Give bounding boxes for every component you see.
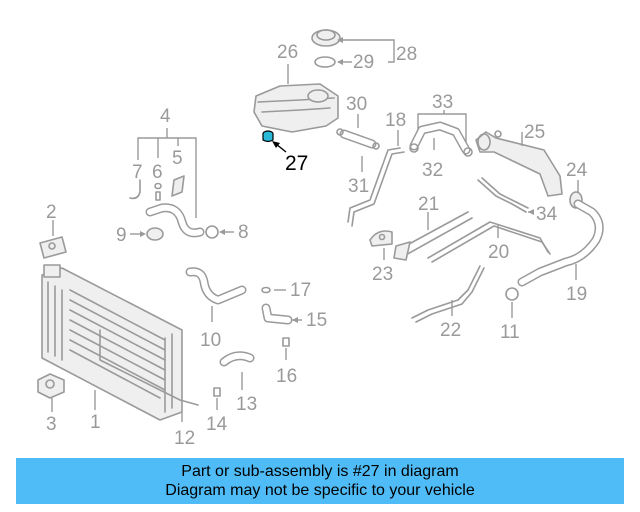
callout-15[interactable]: 15	[306, 310, 327, 331]
pipe-22-part	[411, 265, 485, 323]
callout-18[interactable]: 18	[385, 110, 406, 131]
callout-9[interactable]: 9	[116, 225, 127, 246]
callout-32[interactable]: 32	[422, 160, 443, 181]
callout-27[interactable]: 27	[285, 152, 308, 175]
callout-31[interactable]: 31	[348, 176, 369, 197]
callout-21[interactable]: 21	[418, 194, 439, 215]
callout-13[interactable]: 13	[236, 394, 257, 415]
pipe-31-part	[347, 147, 405, 227]
hose-4-part	[145, 203, 205, 238]
callout-30[interactable]: 30	[346, 94, 367, 115]
hose-13-part	[219, 351, 255, 367]
callout-11[interactable]: 11	[500, 322, 520, 343]
pipe-34-part	[477, 177, 529, 213]
callout-3[interactable]: 3	[46, 414, 57, 435]
callout-5[interactable]: 5	[172, 148, 183, 169]
part-27-highlighted[interactable]	[262, 130, 274, 143]
plug-16-part	[282, 337, 290, 347]
hose-15-part	[261, 303, 293, 325]
radiator-part	[41, 264, 199, 421]
callout-6[interactable]: 6	[152, 162, 163, 183]
callout-25[interactable]: 25	[524, 122, 545, 143]
callout-34[interactable]: 34	[536, 204, 558, 225]
clamp-6-part	[154, 182, 162, 201]
callout-26[interactable]: 26	[277, 42, 298, 63]
callout-7[interactable]: 7	[132, 162, 143, 183]
callout-12[interactable]: 12	[174, 428, 195, 449]
connector-5-part	[171, 175, 185, 197]
callout-10[interactable]: 10	[200, 330, 221, 351]
callout-4[interactable]: 4	[160, 106, 171, 127]
coolant-reservoir-part	[253, 83, 339, 133]
callout-22[interactable]: 22	[440, 320, 461, 341]
fitting-9-part	[146, 227, 164, 241]
info-banner: Part or sub-assembly is #27 in diagram D…	[16, 458, 624, 504]
thermostat-housing-25-part	[475, 130, 563, 197]
callout-20[interactable]: 20	[488, 242, 509, 263]
callout-19[interactable]: 19	[566, 284, 587, 305]
pipe-20-part	[427, 221, 551, 263]
hose-30-part	[336, 128, 380, 150]
parts-diagram: 1 2 3 4 7 6 5 9 8	[37, 29, 604, 449]
clamp-8-part	[205, 225, 219, 239]
hose-19-part	[517, 199, 604, 287]
gasket-23-part	[369, 230, 393, 247]
callout-28[interactable]: 28	[396, 44, 417, 65]
callout-29[interactable]: 29	[353, 52, 374, 73]
banner-line-2: Diagram may not be specific to your vehi…	[165, 482, 475, 499]
callout-14[interactable]: 14	[206, 414, 228, 435]
bracket-2-part	[39, 236, 67, 259]
hose-10-part	[185, 267, 247, 305]
banner-line-1: Part or sub-assembly is #27 in diagram	[181, 463, 459, 480]
callout-17[interactable]: 17	[290, 280, 311, 301]
seal-29-part	[314, 56, 336, 68]
callout-1[interactable]: 1	[90, 412, 101, 433]
pipe-21-part	[393, 211, 473, 261]
clip-17-part	[261, 286, 271, 294]
mount-3-part	[37, 373, 65, 399]
hose-7-part	[129, 179, 141, 200]
hose-32-part	[409, 121, 473, 157]
callout-2[interactable]: 2	[46, 202, 57, 223]
callout-8[interactable]: 8	[238, 222, 249, 243]
callout-33[interactable]: 33	[432, 92, 453, 113]
callout-16[interactable]: 16	[276, 366, 297, 387]
clamp-11-part	[505, 287, 519, 301]
exploded-view-svg: 1 2 3 4 7 6 5 9 8	[37, 29, 604, 449]
callout-24[interactable]: 24	[566, 160, 588, 181]
callout-23[interactable]: 23	[372, 264, 393, 285]
plug-14-part	[213, 387, 221, 397]
reservoir-cap-part	[311, 29, 341, 47]
